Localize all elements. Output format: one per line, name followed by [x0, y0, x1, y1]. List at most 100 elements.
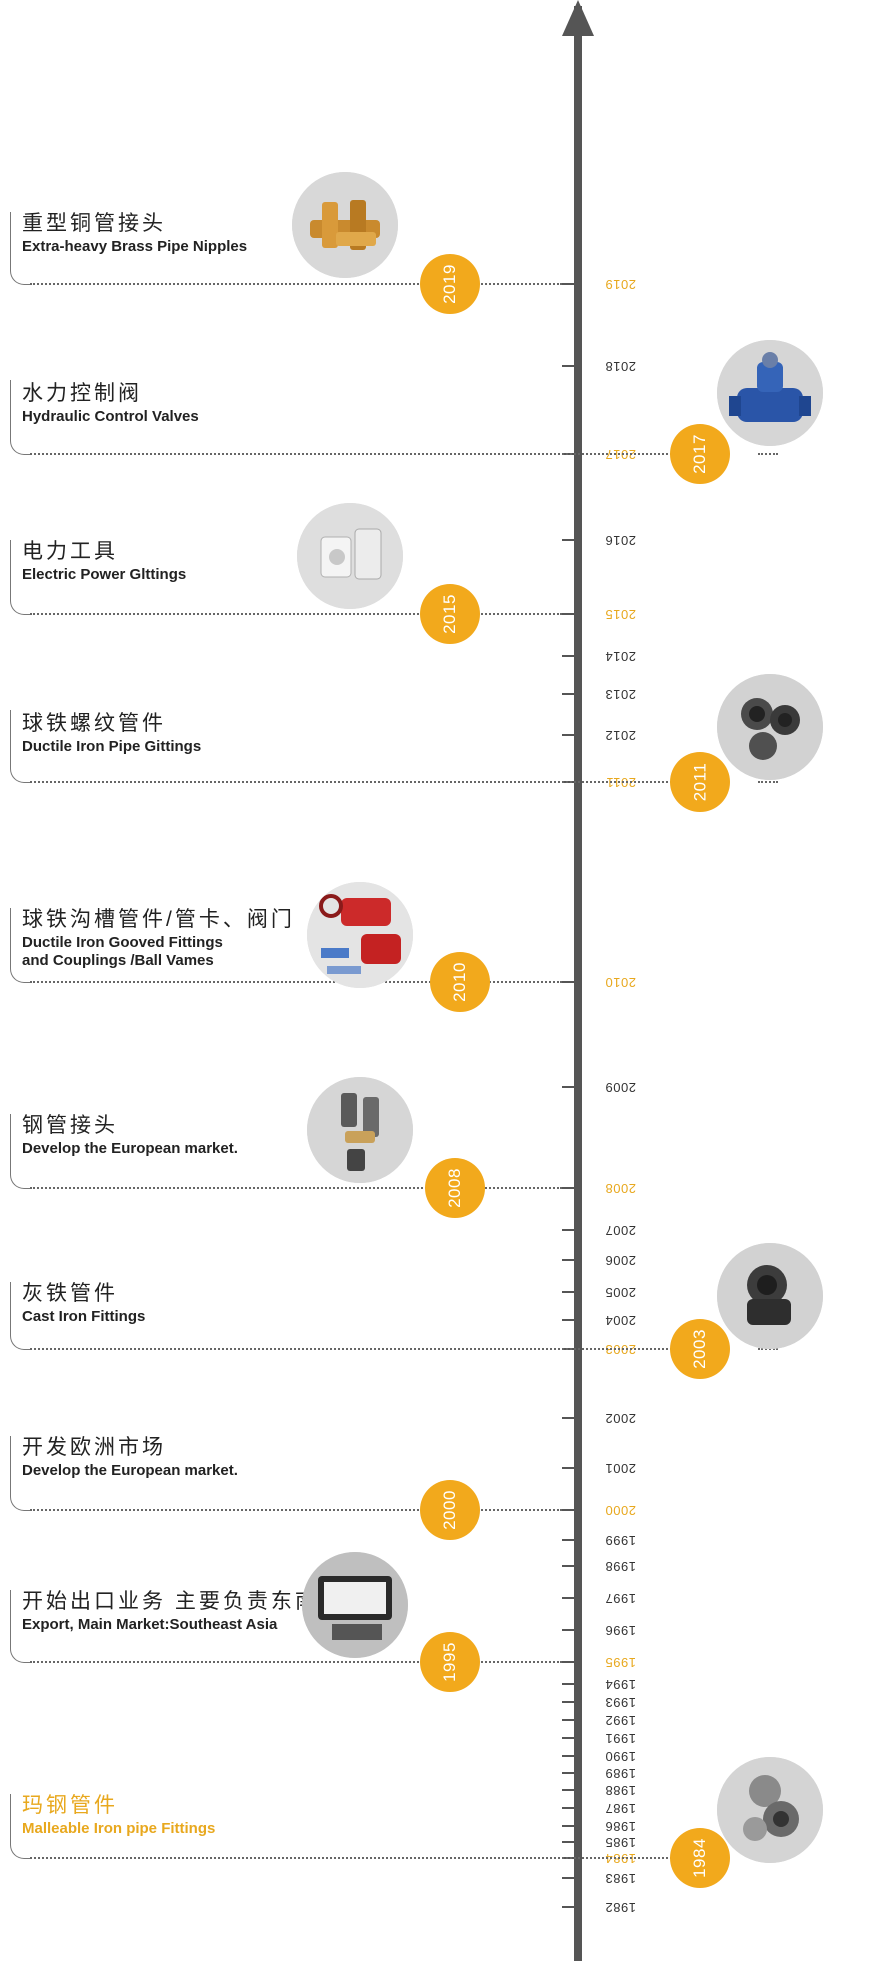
year-tick — [562, 1187, 574, 1189]
event-text: 球铁螺纹管件 Ductile Iron Pipe Gittings — [22, 712, 201, 756]
year-tick — [562, 1737, 574, 1739]
year-label: 2014 — [605, 649, 636, 664]
year-label: 2009 — [605, 1080, 636, 1095]
year-label: 2001 — [605, 1461, 636, 1476]
year-tick — [562, 1661, 574, 1663]
year-tick — [562, 734, 574, 736]
year-label: 1997 — [605, 1591, 636, 1606]
year-label: 1989 — [605, 1766, 636, 1781]
year-tick — [562, 1467, 574, 1469]
year-tick — [562, 283, 574, 285]
year-tick — [562, 1229, 574, 1231]
connector-line — [30, 453, 700, 455]
year-badge-label: 2008 — [444, 1168, 464, 1208]
event-title-en: Malleable Iron pipe Fittings — [22, 1820, 216, 1837]
year-tick — [562, 981, 574, 983]
year-badge-label: 2003 — [689, 1329, 709, 1369]
event-title-cn: 灰铁管件 — [22, 1282, 118, 1305]
year-tick — [562, 1629, 574, 1631]
year-badge: 1995 — [420, 1632, 480, 1692]
year-label: 2010 — [605, 975, 636, 990]
year-tick — [562, 693, 574, 695]
year-tick — [562, 539, 574, 541]
event-title-en: Develop the European market. — [22, 1462, 238, 1479]
year-label: 2005 — [605, 1285, 636, 1300]
year-label: 1998 — [605, 1559, 636, 1574]
product-photo — [297, 503, 403, 609]
product-photo — [717, 674, 823, 780]
year-badge: 2017 — [670, 424, 730, 484]
year-label: 1983 — [605, 1871, 636, 1886]
year-badge-label: 2010 — [449, 962, 469, 1002]
year-tick — [562, 1701, 574, 1703]
year-label: 1988 — [605, 1783, 636, 1798]
year-tick — [562, 1291, 574, 1293]
year-badge-label: 2011 — [690, 762, 709, 802]
year-tick — [562, 1417, 574, 1419]
year-label: 1991 — [605, 1731, 636, 1746]
event-text: 钢管接头 Develop the European market. — [22, 1114, 238, 1158]
year-tick — [562, 1539, 574, 1541]
year-tick — [562, 1319, 574, 1321]
year-tick — [562, 1259, 574, 1261]
product-photo — [292, 172, 398, 278]
connector-line — [30, 613, 562, 615]
year-label: 2004 — [605, 1313, 636, 1328]
event-title-en: Extra-heavy Brass Pipe Nipples — [22, 238, 248, 255]
bracket-line — [10, 710, 31, 783]
event-title-cn: 钢管接头 — [22, 1114, 118, 1137]
connector-line — [30, 1857, 700, 1859]
product-photo — [717, 1243, 823, 1349]
year-label: 2006 — [605, 1253, 636, 1268]
bracket-line — [10, 1436, 31, 1511]
year-tick — [562, 1906, 574, 1908]
year-badge-label: 2015 — [439, 594, 459, 634]
event-title-cn: 玛钢管件 — [22, 1794, 118, 1817]
year-label: 1996 — [605, 1623, 636, 1638]
event-title-cn: 球铁沟槽管件/管卡、阀门 — [22, 908, 295, 931]
connector-line — [30, 1509, 562, 1511]
connector-line — [30, 283, 562, 285]
year-tick — [562, 1755, 574, 1757]
event-title-en: Develop the European market. — [22, 1140, 238, 1157]
year-badge-label: 2019 — [439, 264, 459, 304]
connector-line — [30, 981, 562, 983]
event-title-en: Ductile Iron Pipe Gittings — [22, 738, 202, 755]
year-tick — [562, 365, 574, 367]
year-badge-label: 1995 — [439, 1642, 459, 1682]
year-label: 2015 — [605, 607, 636, 622]
connector-line — [758, 781, 778, 783]
year-badge-label: 1984 — [689, 1838, 709, 1878]
year-tick — [562, 1597, 574, 1599]
axis-arrow-icon — [562, 0, 594, 36]
event-title-cn: 开始出口业务 主要负责东南亚市场 — [22, 1590, 391, 1613]
bracket-line — [10, 380, 31, 455]
connector-line — [30, 1661, 562, 1663]
year-tick — [562, 1719, 574, 1721]
year-tick — [562, 1807, 574, 1809]
timeline-axis — [574, 6, 582, 1961]
year-label: 1990 — [605, 1749, 636, 1764]
event-title-en: Export, Main Market:Southeast Asia — [22, 1616, 278, 1633]
product-photo — [307, 1077, 413, 1183]
year-tick — [562, 1565, 574, 1567]
bracket-line — [10, 908, 31, 983]
year-badge-label: 2017 — [689, 434, 709, 474]
product-photo — [717, 340, 823, 446]
year-tick — [562, 1086, 574, 1088]
event-title-cn: 电力工具 — [22, 540, 118, 563]
product-photo — [307, 882, 413, 988]
year-badge: 2000 — [420, 1480, 480, 1540]
year-label: 2016 — [605, 533, 636, 548]
event-title-cn: 球铁螺纹管件 — [22, 712, 166, 735]
year-badge: 2010 — [430, 952, 490, 1012]
event-text: 开始出口业务 主要负责东南亚市场 Export, Main Market:Sout… — [22, 1590, 391, 1634]
bracket-line — [10, 1114, 31, 1189]
year-label: 1995 — [605, 1655, 636, 1670]
bracket-line — [10, 1590, 31, 1663]
event-text: 玛钢管件 Malleable Iron pipe Fittings — [22, 1794, 215, 1838]
connector-line — [30, 1348, 700, 1350]
